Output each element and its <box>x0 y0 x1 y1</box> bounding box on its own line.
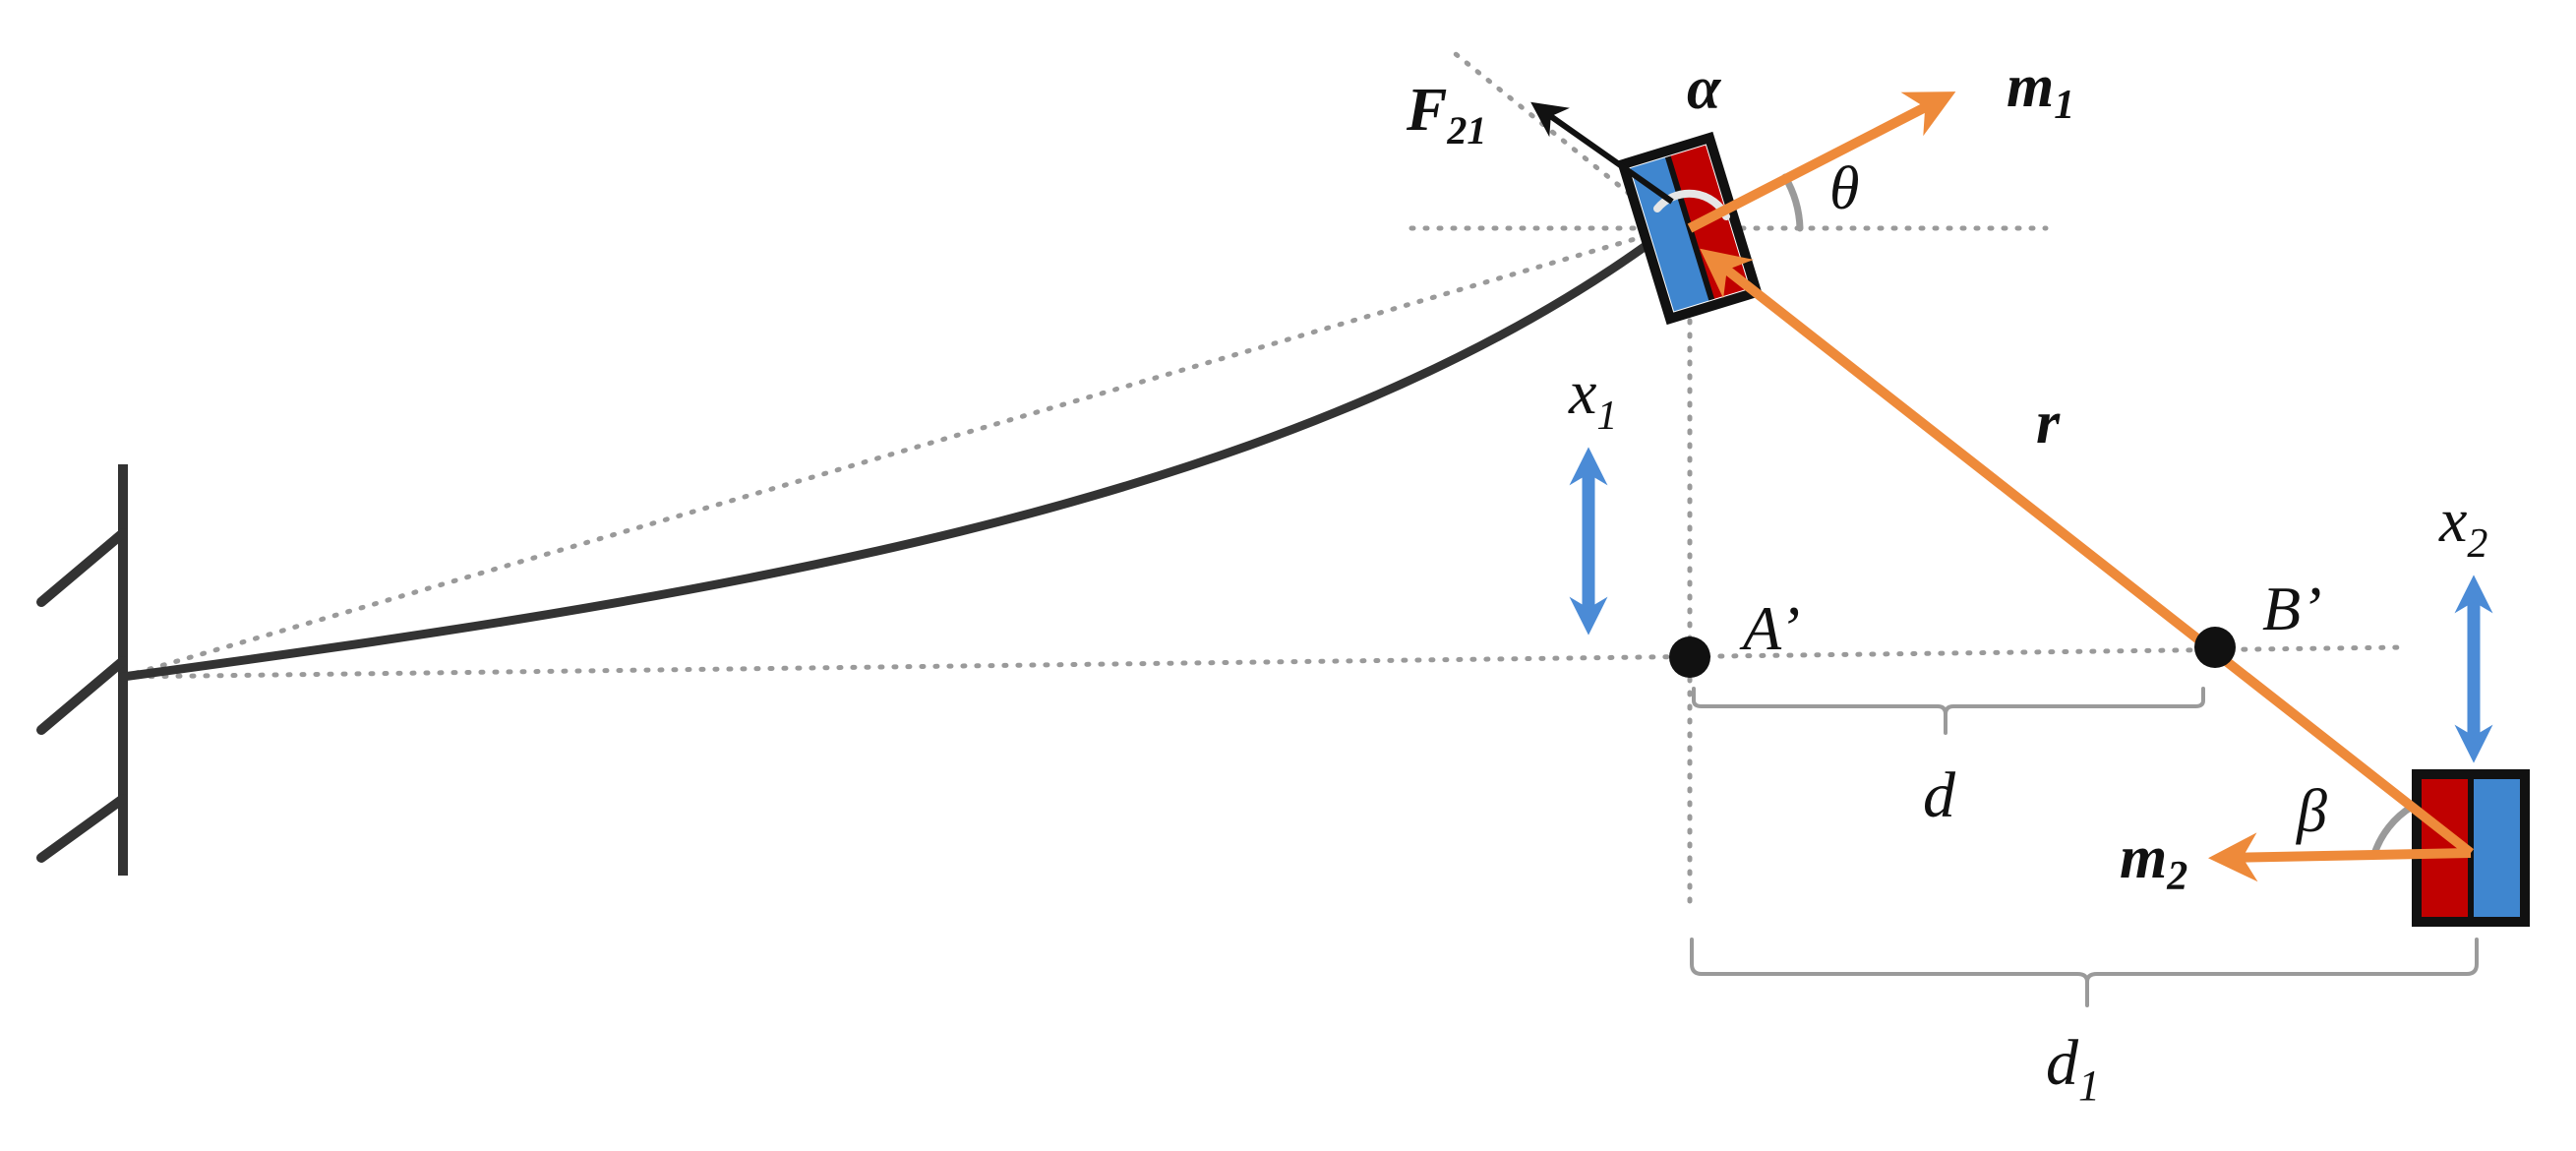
point-a-label: A’ <box>1739 593 1800 663</box>
force-f21-vector <box>1530 101 1674 205</box>
r-vector <box>1700 248 2475 857</box>
m2-label: m2 <box>2120 824 2187 899</box>
d-brace <box>1692 687 2205 735</box>
theta-angle-arc <box>1781 173 1804 232</box>
m1-vector <box>1687 91 1956 233</box>
d-label: d <box>1923 759 1956 831</box>
m1-label: m1 <box>2007 53 2074 128</box>
fixed-wall <box>36 464 128 876</box>
point-b-dot <box>2194 627 2236 668</box>
r-label: r <box>2036 390 2061 456</box>
reference-lines <box>120 51 2408 913</box>
horizontal-baseline <box>120 644 2408 680</box>
beta-label: β <box>2296 778 2327 845</box>
point-b-label: B’ <box>2262 574 2321 643</box>
magnet-2 <box>2412 769 2530 927</box>
cantilever-beam <box>118 236 1657 682</box>
m2-vector <box>2208 832 2472 882</box>
x2-label: x2 <box>2438 485 2487 567</box>
alpha-label: α <box>1687 55 1722 122</box>
x1-label: x1 <box>1568 357 1617 439</box>
theta-label: θ <box>1829 155 1859 222</box>
force-direction-line <box>1453 51 1675 231</box>
deflected-chord-line <box>120 225 1675 680</box>
point-a-dot <box>1669 636 1710 678</box>
d1-label: d1 <box>2046 1027 2100 1110</box>
beta-angle-arc <box>2370 803 2416 858</box>
force-label: F21 <box>1406 77 1486 152</box>
d1-brace <box>1690 938 2479 1007</box>
